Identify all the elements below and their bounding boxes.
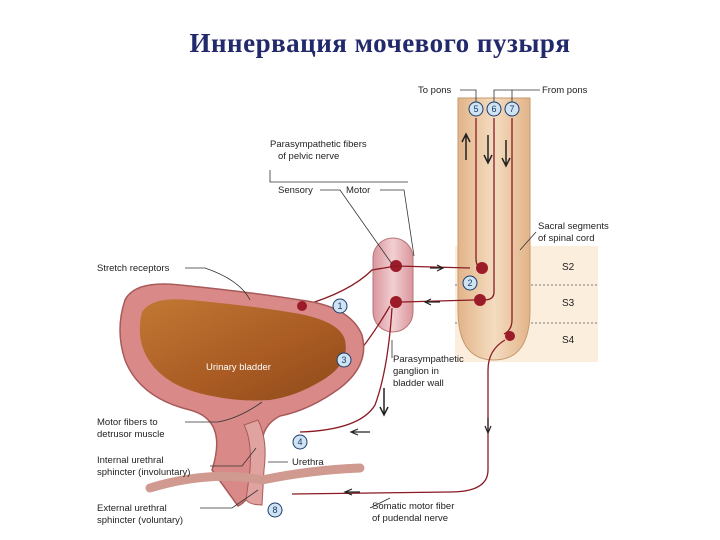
down-arrow (501, 140, 511, 168)
label-parasympathetic-fibers: Parasympathetic fibers (270, 139, 367, 150)
leader-from-pons (493, 89, 540, 102)
svg-text:7: 7 (509, 104, 514, 114)
label-external-sphincter: sphincter (voluntary) (97, 515, 183, 526)
label-somatic-motor-fiber: Somatic motor fiber (372, 501, 454, 512)
label-ganglion: bladder wall (393, 378, 444, 389)
label-to-pons: To pons (418, 85, 452, 96)
detrusor-arrow (379, 388, 389, 417)
down-arrow (483, 135, 493, 165)
label-motor: Motor (346, 185, 370, 196)
pelvic-floor (145, 463, 365, 493)
svg-text:8: 8 (272, 505, 277, 515)
label-somatic-motor-fiber: of pudendal nerve (372, 513, 448, 524)
marker-6: 6 (486, 101, 502, 117)
svg-text:6: 6 (491, 104, 496, 114)
label-internal-sphincter: Internal urethral (97, 455, 164, 466)
leader-motor (380, 189, 415, 257)
label-ganglion: ganglion in (393, 366, 439, 377)
parasympathetic-ganglion (372, 237, 414, 333)
ganglion-neuron (390, 296, 402, 308)
label-motor-fibers: detrusor muscle (97, 429, 165, 440)
label-parasympathetic-fibers: of pelvic nerve (278, 151, 339, 162)
descending-fiber (503, 118, 513, 335)
leader-stretch (185, 267, 251, 301)
svg-text:3: 3 (341, 355, 346, 365)
marker-2: 2 (462, 275, 478, 291)
label-sacral-segments: of spinal cord (538, 233, 595, 244)
bladder-lumen (139, 299, 346, 401)
leader-external (200, 489, 259, 509)
up-arrow (461, 132, 471, 160)
svg-text:1: 1 (337, 301, 342, 311)
label-motor-fibers: Motor fibers to (97, 417, 158, 428)
marker-8: 8 (267, 502, 283, 518)
segment-label: S2 (562, 262, 575, 273)
pudendal-arrow (484, 418, 492, 435)
svg-text:5: 5 (473, 104, 478, 114)
label-urinary-bladder: Urinary bladder (206, 362, 271, 373)
leader-somatic (369, 497, 391, 509)
preganglionic-motor-fiber (401, 299, 475, 303)
cord-neuron (505, 331, 515, 341)
sensory-arrow (430, 264, 445, 272)
marker-4: 4 (292, 434, 308, 450)
label-sensory: Sensory (278, 185, 313, 196)
label-urethra: Urethra (292, 457, 324, 468)
cord-neuron (474, 294, 486, 306)
page-title: Иннервация мочевого пузыря (189, 28, 571, 58)
postganglionic-fiber (299, 307, 393, 433)
marker-3: 3 (336, 352, 352, 368)
leader-sacral (519, 231, 537, 251)
label-external-sphincter: External urethral (97, 503, 167, 514)
cord-neuron (476, 262, 488, 274)
label-ganglion: Parasympathetic (393, 354, 464, 365)
label-internal-sphincter: sphincter (involuntary) (97, 467, 190, 478)
marker-5: 5 (468, 101, 484, 117)
leader-internal (210, 447, 257, 467)
pudendal-arrow (343, 488, 360, 496)
segment-label: S3 (562, 298, 575, 309)
svg-text:2: 2 (467, 278, 472, 288)
marker-7: 7 (504, 101, 520, 117)
stretch-receptor (297, 301, 307, 311)
segment-label: S4 (562, 335, 575, 346)
label-stretch-receptors: Stretch receptors (97, 263, 170, 274)
postganglionic-arrow (349, 428, 370, 436)
label-sacral-segments: Sacral segments (538, 221, 609, 232)
marker-1: 1 (332, 298, 348, 314)
label-from-pons: From pons (542, 85, 588, 96)
leader-motor-fibers (185, 401, 263, 423)
pudendal-fiber (291, 339, 506, 495)
svg-text:4: 4 (297, 437, 302, 447)
leader-to-pons (460, 89, 477, 102)
leader-sensory (320, 189, 393, 265)
leader-parasympathetic (269, 170, 408, 183)
motor-arrow (423, 298, 440, 306)
